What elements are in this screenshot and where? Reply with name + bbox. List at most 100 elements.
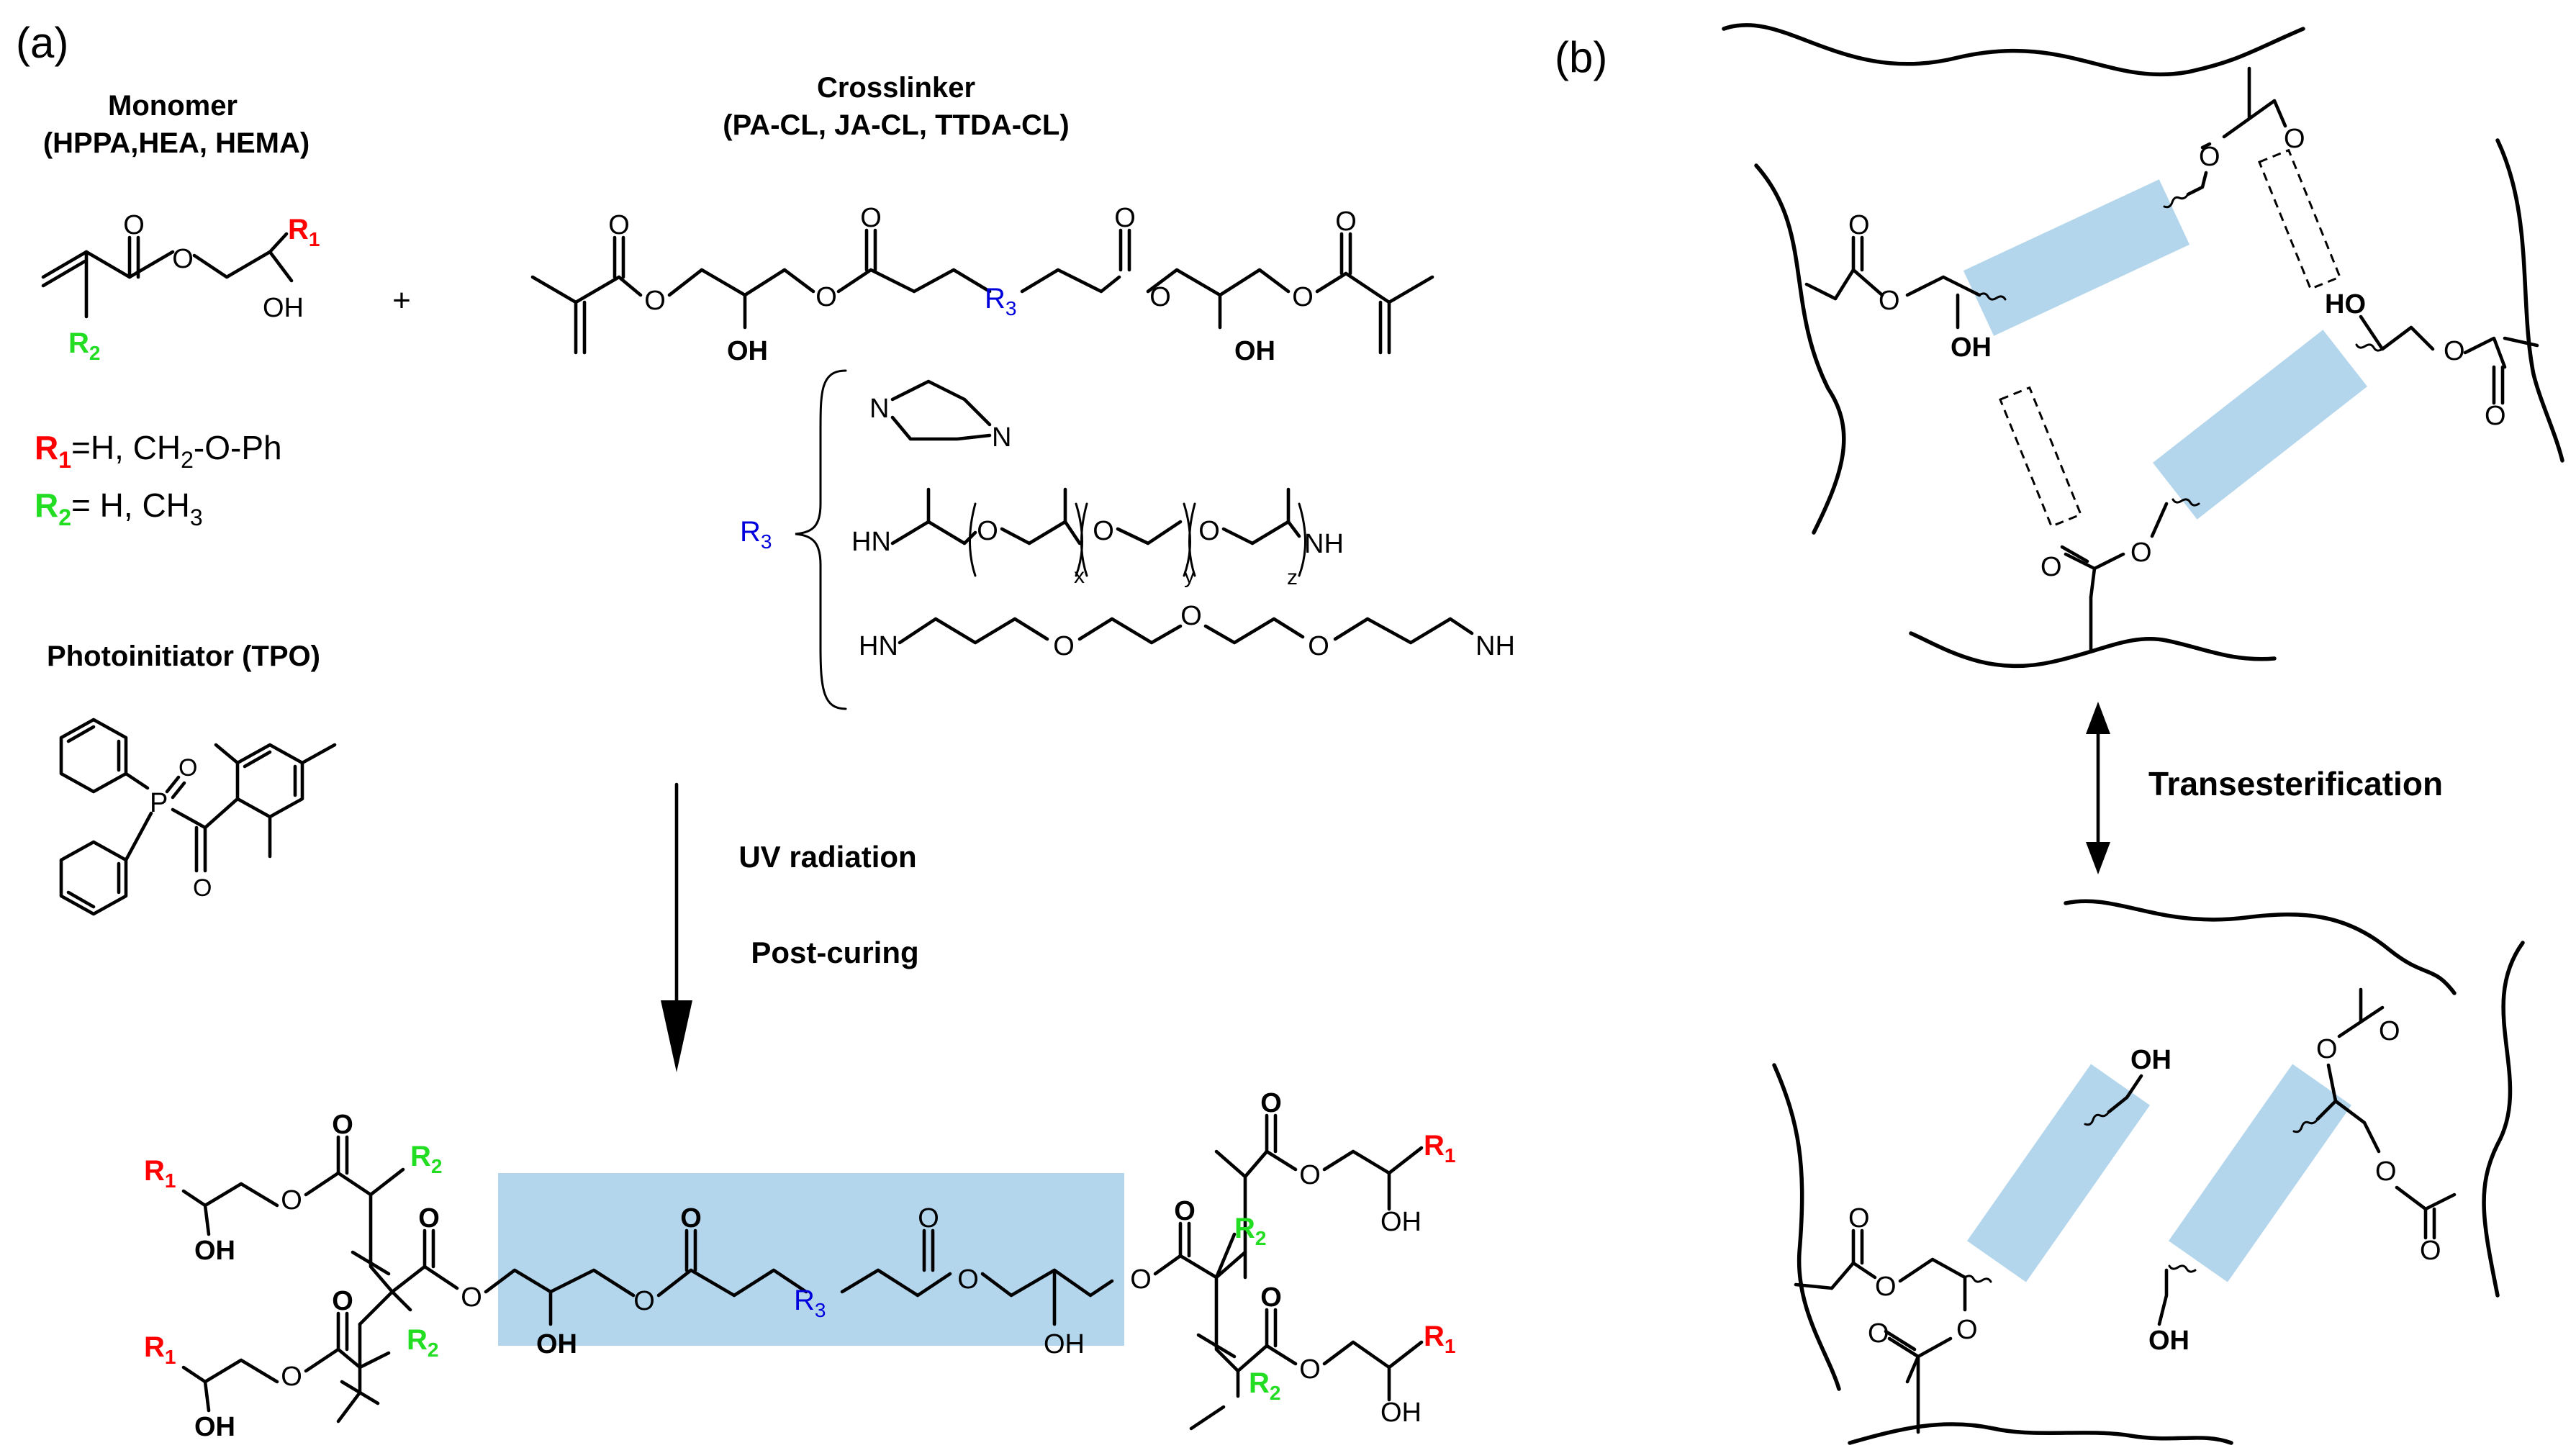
net-oh-b: OH (194, 1412, 235, 1442)
ttda-structure: HN O O O NH (859, 601, 1515, 661)
process-step-postcure: Post-curing (751, 936, 918, 969)
transesterification-label: Transesterification (2148, 765, 2443, 802)
net-o-a4: O (461, 1282, 482, 1313)
right-polymer-cluster: O O R2 O O OH R1 R2 O (1130, 1088, 1455, 1431)
ja-sub-y: y (1184, 564, 1195, 588)
exchange-path-2 (1999, 386, 2082, 528)
pip-n2: N (992, 422, 1011, 453)
pb-oh-3: OH (2148, 1326, 2189, 1356)
network-crosslinker-chain: OH O O R3 O O OH (484, 1203, 1114, 1359)
net-r1-d: R1 (1424, 1321, 1455, 1357)
net-o-b2: O (332, 1286, 353, 1316)
net-r1-a: R1 (144, 1155, 176, 1192)
panel-b-label: (b) (1555, 33, 1607, 81)
pip-n1: N (869, 394, 889, 424)
net-oh-a: OH (194, 1236, 235, 1266)
pb-o-16: O (1868, 1318, 1889, 1349)
panel-b-bottom-network: OH O O O O O O O O OH (1772, 899, 2525, 1445)
crosslinker-subtitle: (PA-CL, JA-CL, TTDA-CL) (723, 109, 1069, 141)
pb-o-4: O (1879, 286, 1900, 316)
pb-o-11: O (2375, 1156, 2397, 1187)
ja-o2: O (1093, 516, 1114, 546)
pb-o-13: O (1848, 1203, 1870, 1234)
monomer-r1-label: R1 (288, 214, 320, 250)
net-oh-c: OH (1380, 1207, 1422, 1237)
net-o-d2: O (1299, 1354, 1321, 1385)
crosslinker-title: Crosslinker (817, 72, 975, 104)
monomer-title: Monomer (108, 90, 238, 122)
monomer-r2-label: R2 (68, 327, 100, 364)
ja-sub-z: z (1287, 566, 1298, 589)
monomer-section: Monomer (HPPA,HEA, HEMA) O O OH R1 R2 R1… (35, 90, 320, 530)
net-o-d1: O (1260, 1282, 1282, 1313)
net-cl-oh-2: OH (1044, 1329, 1085, 1359)
pb-o-14: O (1875, 1272, 1897, 1302)
tpo-p: P (150, 788, 168, 818)
net-o-c4: O (1299, 1160, 1321, 1190)
cl-atom-o-8: O (1335, 207, 1357, 237)
ja-sub-x: x (1074, 564, 1085, 588)
pb-oh-2: OH (2130, 1045, 2171, 1075)
exchange-path-1 (2258, 148, 2341, 291)
photoinitiator-title: Photoinitiator (TPO) (47, 641, 320, 672)
pb-o-10: O (2316, 1034, 2338, 1064)
cl-atom-o-7: O (1292, 282, 1314, 312)
atom-ester-o: O (172, 244, 194, 274)
tpo-o2: O (193, 874, 212, 902)
pb-o-7: O (2130, 538, 2152, 568)
jeffamine-structure: HN O x O y O z NH (851, 487, 1344, 589)
pb-o-6: O (2485, 401, 2506, 431)
ja-nh: NH (1304, 529, 1344, 559)
pb-o-3: O (1848, 210, 1870, 240)
r1-definition: R1=H, CH2-O-Ph (35, 429, 282, 473)
crosslinker-block-top-1 (1963, 179, 2190, 336)
net-o-a3: O (418, 1203, 440, 1234)
cl-r3-label: R3 (985, 283, 1016, 320)
cl-atom-oh-1: OH (727, 336, 768, 366)
panel-b-top-network: O O O O OH HO O O O O (1722, 23, 2564, 669)
ja-o1: O (977, 516, 998, 546)
pb-o-5: O (2444, 336, 2465, 366)
net-o-c3: O (1260, 1088, 1282, 1118)
crosslinker-block-bottom-2 (2169, 1064, 2351, 1282)
ja-hn: HN (851, 527, 891, 557)
cl-atom-o-5: O (1114, 203, 1136, 233)
ja-o3: O (1198, 516, 1220, 546)
atom-oh: OH (263, 293, 304, 323)
process-step-uv: UV radiation (738, 840, 916, 874)
cl-atom-o-2: O (644, 286, 666, 316)
transesterification-arrow (2086, 702, 2110, 874)
ttda-nh: NH (1475, 631, 1515, 661)
crosslinker-block-top-2 (2153, 330, 2367, 520)
pb-oh-1: OH (1951, 332, 1992, 363)
monomer-subtitle: (HPPA,HEA, HEMA) (43, 127, 309, 159)
ttda-o3: O (1308, 631, 1329, 661)
net-cl-oh-1: OH (536, 1329, 577, 1359)
net-o-b1: O (281, 1362, 302, 1392)
cl-atom-o-6: O (1149, 282, 1171, 312)
ttda-o2: O (1180, 601, 1202, 631)
r3-options-brace (795, 369, 847, 710)
cured-network: R1 OH O O R2 O O R1 OH O (144, 1088, 1455, 1442)
net-cl-o-3: O (918, 1203, 939, 1234)
pb-o-12: O (2420, 1236, 2441, 1266)
pb-o-9: O (2379, 1016, 2400, 1046)
crosslinker-structure: O O OH O O R3 O O OH O O (530, 203, 1434, 366)
tpo-structure: P O O (59, 718, 337, 916)
ttda-hn: HN (859, 631, 898, 661)
net-r2-d: R2 (1249, 1367, 1280, 1404)
net-r2-a: R2 (410, 1141, 442, 1177)
cl-atom-o-4: O (860, 203, 882, 233)
crosslinker-block-bottom-1 (1967, 1064, 2150, 1282)
net-o-a2: O (332, 1110, 353, 1140)
pb-o-1: O (2284, 124, 2305, 154)
net-r1-c: R1 (1424, 1130, 1455, 1167)
r3-options-label: R3 (740, 516, 772, 553)
tpo-o1: O (178, 754, 197, 782)
panel-a-label: (a) (16, 19, 68, 67)
net-r2-c: R2 (1234, 1213, 1266, 1249)
net-o-c1: O (1130, 1264, 1152, 1295)
plus-sign: + (392, 283, 411, 318)
cl-atom-o-3: O (815, 282, 837, 312)
